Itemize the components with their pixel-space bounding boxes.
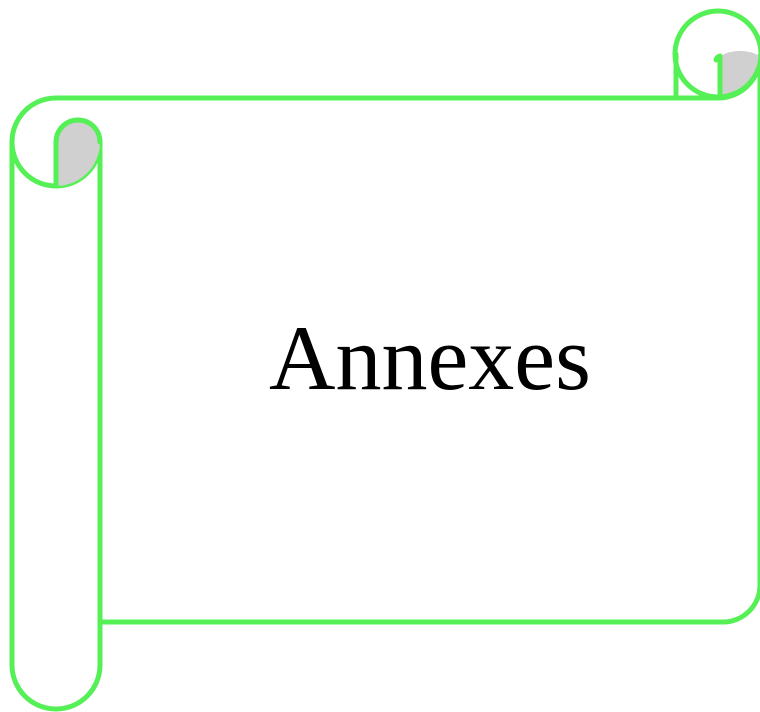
left-roll xyxy=(12,142,100,709)
scroll-title: Annexes xyxy=(100,312,760,404)
